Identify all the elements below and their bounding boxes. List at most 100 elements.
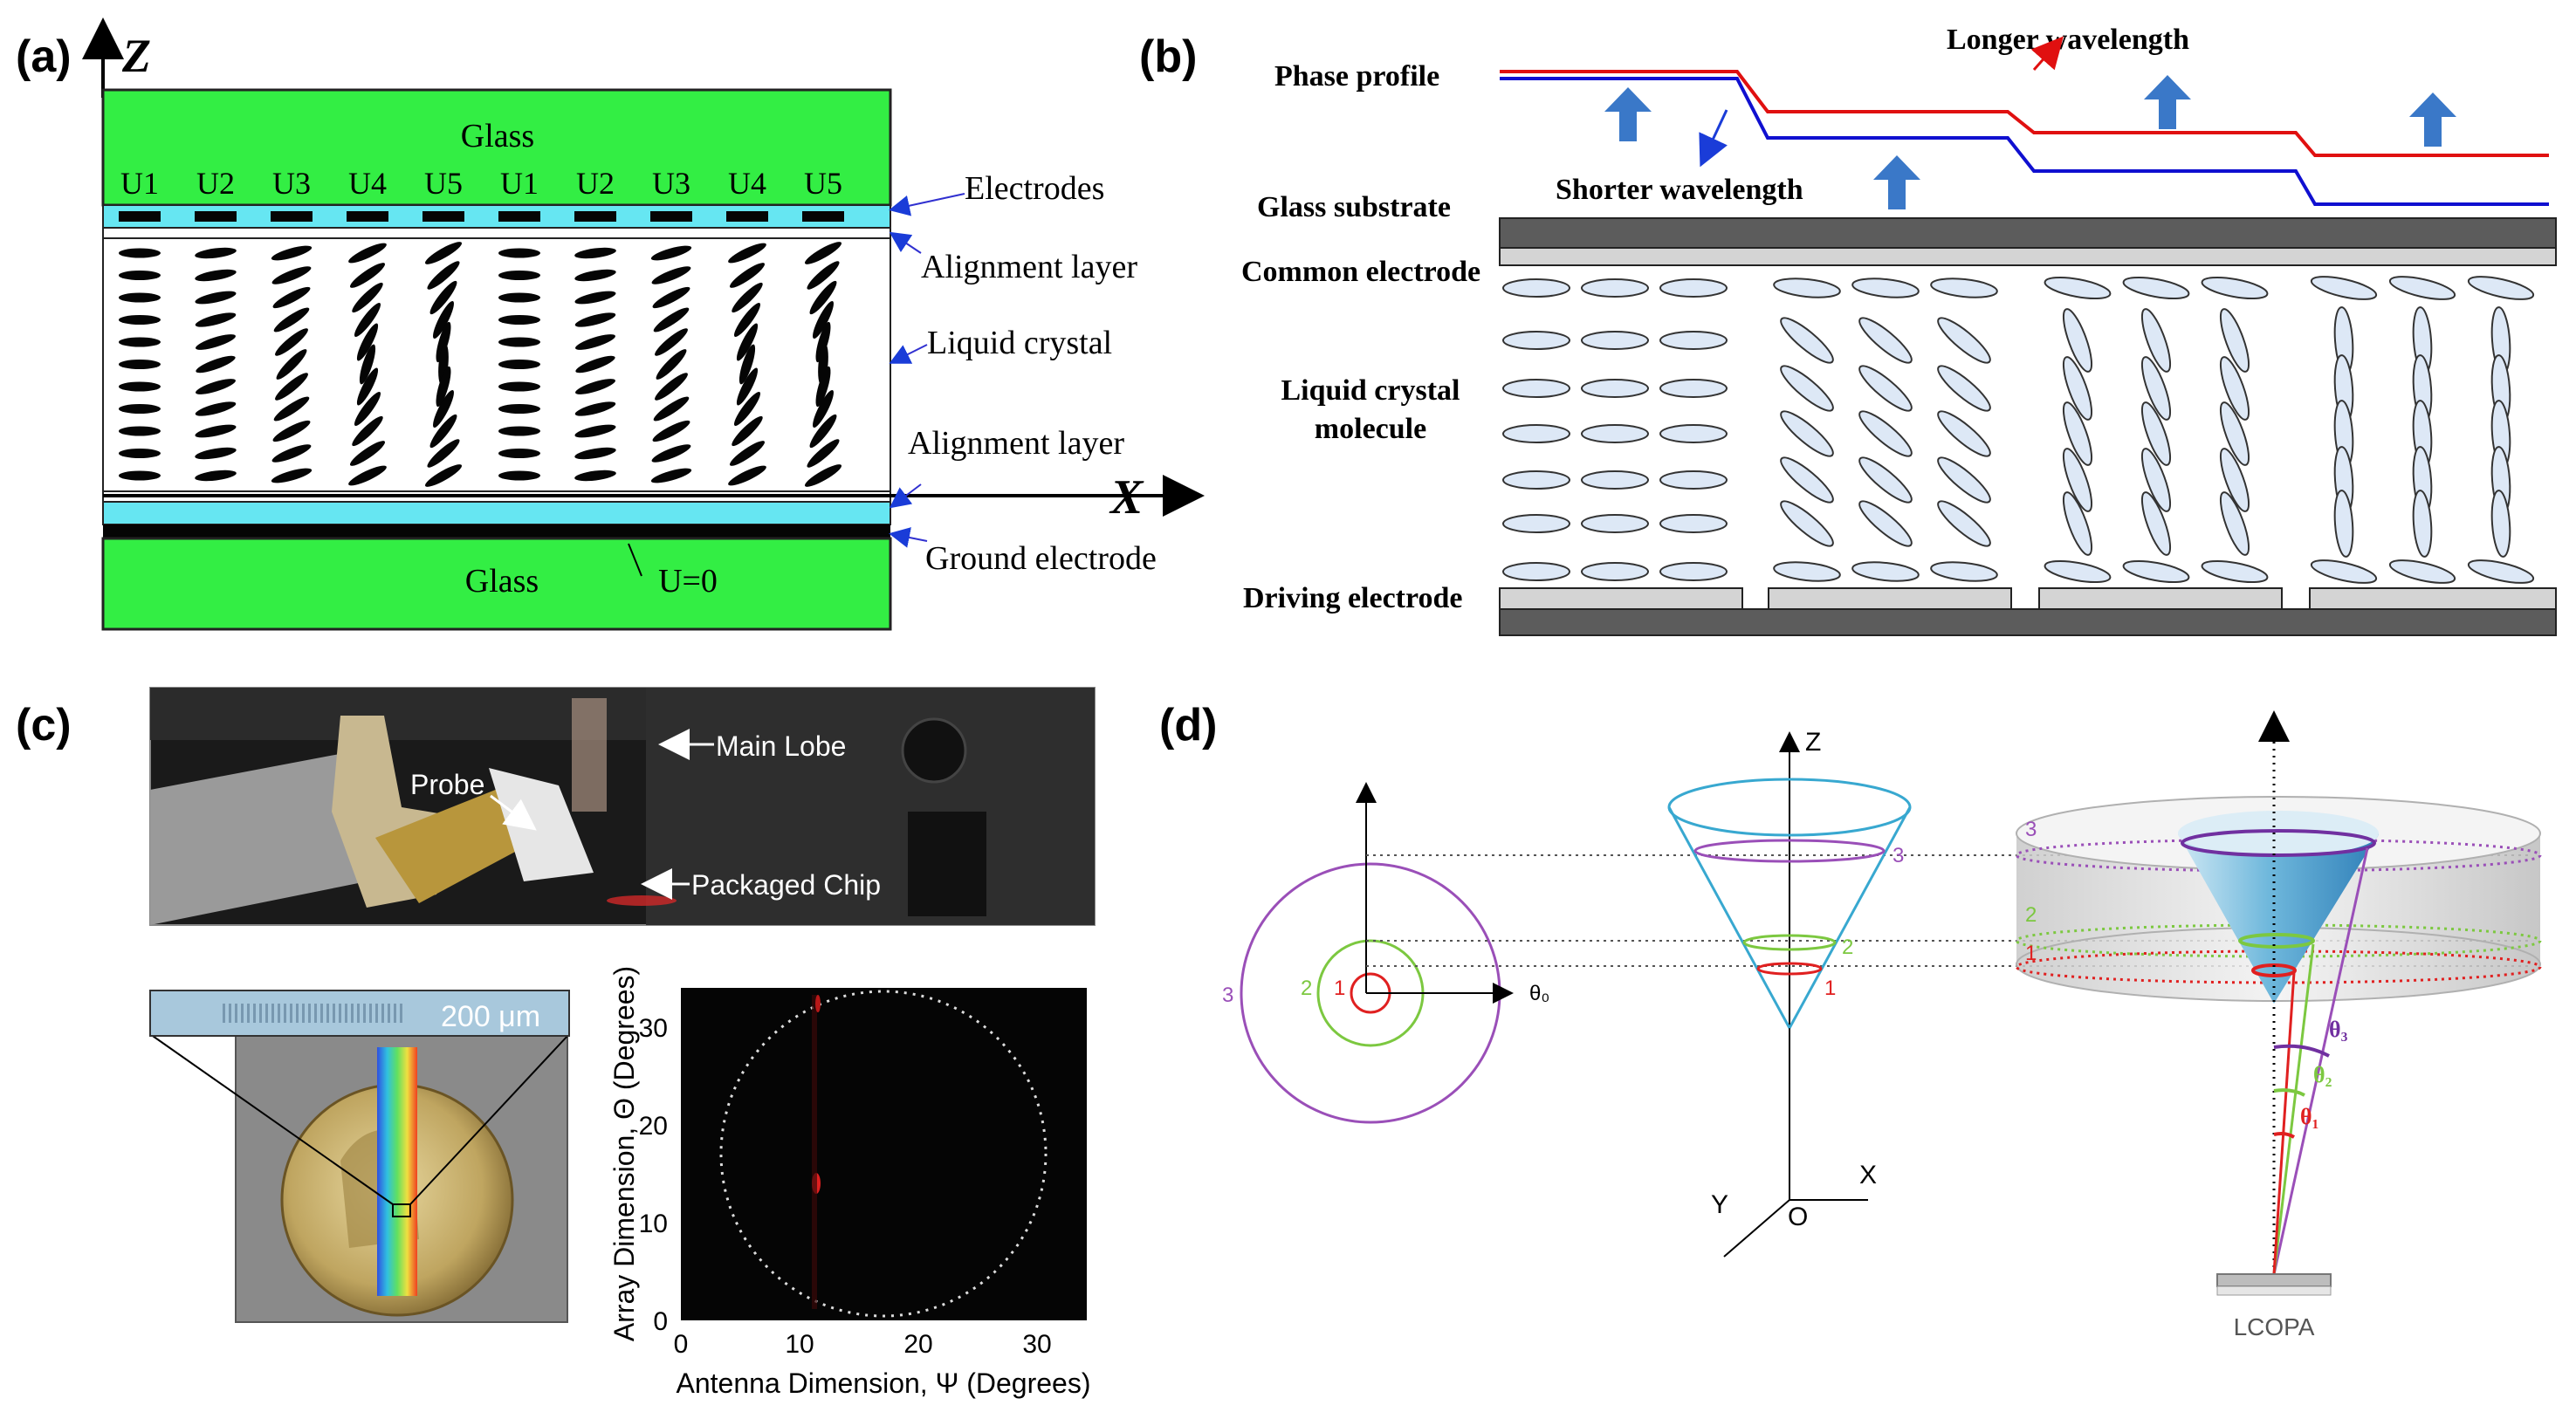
lc-molecule	[1581, 331, 1649, 350]
lc-molecule	[1851, 278, 1920, 298]
lc-molecule	[1930, 278, 1998, 298]
callout-arrow	[889, 483, 922, 509]
lc-molecule	[433, 389, 454, 428]
callout-liquid-crystal: Liquid crystal	[927, 325, 1112, 361]
x-tick: 0	[674, 1330, 689, 1359]
lc-molecule	[807, 261, 840, 290]
lc-molecule	[119, 404, 161, 414]
lc-molecule	[195, 424, 237, 438]
glass-top-label: Glass	[461, 118, 534, 154]
lc-molecule	[119, 248, 161, 258]
callout-arrow	[889, 527, 928, 548]
cyl-ring-label-3: 3	[2025, 818, 2037, 841]
grating-tooth	[271, 1004, 274, 1023]
lc-molecule	[2467, 276, 2535, 300]
angle-arc-2	[2273, 1088, 2305, 1097]
lc-molecule	[119, 360, 161, 369]
lc-molecule	[1502, 331, 1570, 350]
up-arrow	[1873, 155, 1920, 209]
grating-tooth	[345, 1004, 347, 1023]
grating-tooth	[369, 1004, 372, 1023]
label-main-lobe: Main Lobe	[716, 730, 846, 762]
lc-molecule	[732, 415, 763, 447]
electrode-bar	[119, 211, 161, 222]
lc-molecule	[196, 334, 236, 350]
angle-arc-3	[2273, 1044, 2330, 1058]
electrode-bar	[347, 211, 388, 222]
lc-molecule	[2044, 559, 2112, 584]
lc-molecule	[1502, 379, 1570, 398]
lc-molecule	[498, 449, 540, 458]
lc-molecule	[119, 315, 161, 325]
ray-1	[2272, 971, 2296, 1275]
panel-a: (a) Z Glass U1 U2 U3 U4 U5 U1 U2 U3 U4 U…	[16, 17, 1205, 631]
lc-molecule	[804, 242, 842, 264]
lc-molecule	[575, 355, 615, 374]
lc-molecule	[653, 396, 690, 422]
cone-ring-label-3: 3	[1893, 844, 1904, 867]
electrode-bar	[422, 211, 464, 222]
lc-molecule	[429, 414, 457, 449]
lc-molecule	[427, 439, 460, 468]
lc-molecule	[349, 441, 386, 466]
cone-y-axis	[1723, 1199, 1790, 1258]
lc-molecule	[1659, 331, 1728, 350]
lc-molecule	[352, 282, 383, 313]
electrode-label: U5	[424, 166, 463, 201]
callout-alignment-top: Alignment layer	[921, 249, 1137, 285]
axis-z-label: Z	[121, 30, 151, 82]
electrode-bar	[574, 211, 616, 222]
lc-molecule	[195, 291, 237, 305]
lc-molecule	[498, 381, 540, 392]
lc-molecule	[356, 367, 379, 406]
lc-molecule	[574, 247, 616, 259]
y-tick: 0	[653, 1307, 668, 1336]
lc-molecule	[348, 465, 387, 486]
lc-molecule	[195, 312, 237, 327]
zoom-box	[392, 1203, 411, 1217]
electrode-label: U4	[728, 166, 766, 201]
glass-substrate-top	[1499, 217, 2557, 249]
glass-substrate-bottom	[1499, 608, 2557, 636]
x-tick: 30	[1022, 1330, 1051, 1359]
electrode-label: U2	[576, 166, 615, 201]
lc-molecule	[736, 367, 759, 406]
lc-molecule	[2062, 356, 2093, 421]
cone-ring-label-1: 1	[1824, 977, 1836, 1000]
3d-cone	[2178, 833, 2379, 1004]
lc-molecule	[813, 300, 834, 339]
lc-molecule	[2412, 490, 2433, 558]
callout-arrow	[889, 193, 965, 216]
ray-2	[2272, 943, 2315, 1275]
lc-molecule	[2388, 559, 2456, 584]
lc-molecule	[728, 243, 766, 264]
electrode-labels: U1 U2 U3 U4 U5 U1 U2 U3 U4 U5	[120, 166, 842, 201]
lc-molecule	[119, 449, 161, 458]
lc-molecule	[271, 266, 312, 284]
photo-post	[908, 812, 986, 916]
label-phase-profile: Phase profile	[1274, 60, 1439, 93]
grating-tooth	[394, 1004, 396, 1023]
3d-cone-ring-2	[2238, 933, 2315, 949]
lc-molecule	[1851, 561, 1920, 582]
lc-molecule	[119, 426, 161, 436]
lc-molecule	[119, 292, 161, 303]
lc-molecule	[574, 447, 616, 460]
lc-molecule	[738, 344, 756, 385]
lcopa-base	[2216, 1285, 2332, 1296]
lc-molecule	[348, 243, 387, 264]
lc-molecule	[1659, 514, 1728, 533]
lc-molecule	[1780, 500, 1834, 547]
lc-molecule	[273, 307, 310, 332]
lc-molecule	[1858, 500, 1913, 547]
lc-molecule	[1502, 514, 1570, 533]
photo-ribbon	[489, 768, 594, 881]
lc-molecule	[272, 420, 311, 442]
lc-molecule	[729, 441, 766, 466]
lc-molecule	[732, 282, 763, 313]
lc-molecule	[498, 360, 540, 369]
grating-tooth	[326, 1004, 329, 1023]
ground-electrode	[103, 524, 890, 538]
lc-molecule	[2219, 491, 2250, 556]
lc-molecule	[1581, 379, 1649, 398]
